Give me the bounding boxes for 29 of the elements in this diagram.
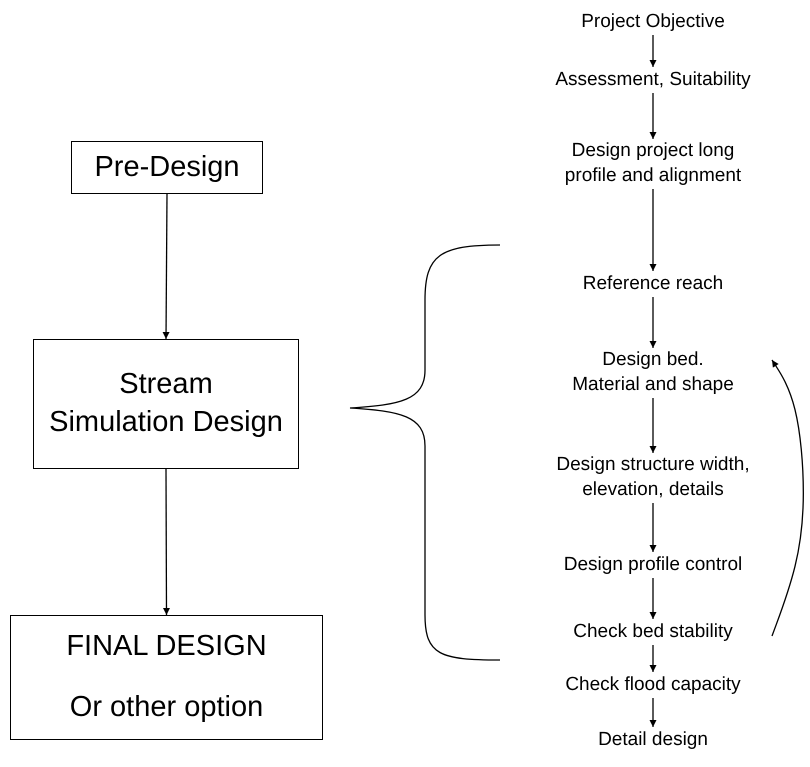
step-label: Check bed stability <box>535 619 771 645</box>
arrow <box>650 698 656 727</box>
arrow <box>650 578 656 619</box>
step-label: Design profile control <box>535 552 771 578</box>
arrow <box>771 360 804 636</box>
arrow <box>650 93 656 139</box>
process-box <box>71 141 263 194</box>
arrow <box>162 194 170 339</box>
arrow <box>650 398 656 453</box>
arrow <box>650 645 656 672</box>
step-label: Detail design <box>535 727 771 753</box>
step-label: Assessment, Suitability <box>535 67 771 93</box>
step-label: Project Objective <box>535 9 771 35</box>
process-box <box>10 615 323 740</box>
step-label: Design structure width, elevation, details <box>535 453 771 503</box>
box-label: Or other option <box>70 690 264 726</box>
arrow <box>650 189 656 271</box>
step-label: Reference reach <box>535 271 771 297</box>
step-label: Design project long profile and alignment <box>535 139 771 189</box>
box-label: Stream Simulation Design <box>48 367 284 440</box>
arrow <box>650 297 656 348</box>
arrow <box>650 35 656 67</box>
process-box <box>33 339 299 469</box>
arrow <box>162 469 170 615</box>
arrow <box>650 503 656 552</box>
step-label: Check flood capacity <box>535 672 771 698</box>
box-label: Pre-Design <box>94 150 240 185</box>
step-label: Design bed. Material and shape <box>535 348 771 398</box>
box-label: FINAL DESIGN <box>66 628 267 664</box>
